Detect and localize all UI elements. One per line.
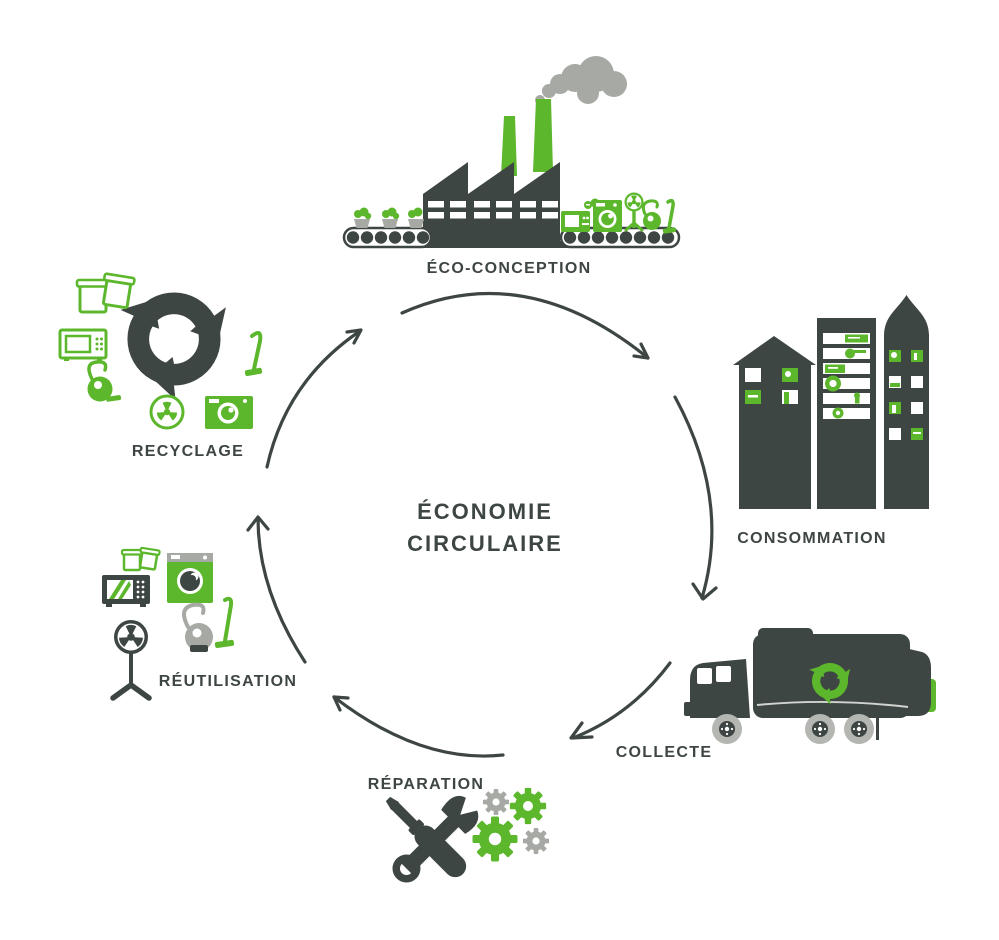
building-right [884, 295, 929, 509]
stage-label-reutilisation: RÉUTILISATION [159, 671, 297, 690]
title-line-1: ÉCONOMIE [417, 499, 553, 524]
microwave-icon [58, 328, 108, 361]
gear-icon-large-green [472, 816, 518, 862]
stage-label-eco-conception: ÉCO-CONCEPTION [427, 258, 592, 277]
stage-eco-conception: ÉCO-CONCEPTION [342, 56, 681, 277]
stage-consommation: CONSOMMATION [733, 295, 929, 547]
cycle-arrows [246, 291, 718, 758]
gear-icon-small-gray [522, 827, 550, 855]
washing-machine-icon [593, 200, 622, 232]
garbage-truck-icon [684, 628, 936, 744]
factory-windows [428, 201, 558, 219]
storage-bins-icon [120, 546, 161, 572]
gear-icon-medium-green [509, 787, 547, 825]
arrow-recyclage-to-eco [265, 328, 363, 469]
arrow-consommation-to-collecte [673, 395, 718, 601]
storage-bins-icon [75, 272, 136, 314]
stage-reutilisation: RÉUTILISATION [102, 546, 297, 701]
factory-icon [414, 162, 569, 248]
stick-vacuum-icon [244, 331, 263, 377]
building-middle [817, 318, 876, 509]
washing-machine-icon [205, 396, 253, 429]
stage-label-reparation: RÉPARATION [368, 774, 484, 793]
vacuum-cleaner-icon [182, 596, 235, 652]
center-title: ÉCONOMIE CIRCULAIRE [407, 499, 563, 556]
building-left [733, 336, 816, 509]
title-line-2: CIRCULAIRE [407, 531, 563, 556]
truck-wheel [712, 714, 742, 744]
arrow-reparation-to-reutilisation [332, 695, 505, 758]
stage-label-collecte: COLLECTE [616, 744, 713, 761]
arrow-reutilisation-to-recyclage [246, 515, 307, 664]
pedestal-fan-icon [110, 620, 152, 701]
recycle-symbol-large [108, 292, 235, 407]
stage-reparation: RÉPARATION [368, 774, 550, 883]
arrow-collecte-to-reparation [569, 661, 672, 740]
stage-recyclage: RECYCLAGE [58, 272, 263, 460]
fan-icon [624, 192, 644, 232]
stage-label-recyclage: RECYCLAGE [132, 443, 244, 460]
stage-collecte: COLLECTE [616, 628, 936, 761]
plant-pot-icon [354, 207, 372, 228]
washing-machine-icon [167, 553, 213, 603]
conveyor-belt-left [342, 226, 433, 249]
stage-label-consommation: CONSOMMATION [737, 530, 887, 547]
vacuum-cleaner-icon [87, 360, 122, 402]
arrow-eco-to-consommation [400, 291, 650, 360]
wrench-icon [392, 795, 479, 883]
conveyor-belt-right [559, 226, 681, 249]
gear-icon-small-gray [482, 788, 510, 816]
chimneys [501, 99, 553, 176]
fan-disc-icon [149, 394, 185, 430]
vacuum-cleaner-icon [641, 198, 676, 234]
plant-pot-icon [408, 207, 424, 228]
smoke-icon [535, 56, 627, 105]
microwave-icon [102, 575, 150, 607]
truck-wheel [805, 714, 835, 744]
plant-pot-icon [382, 207, 400, 228]
truck-wheel [844, 714, 874, 744]
